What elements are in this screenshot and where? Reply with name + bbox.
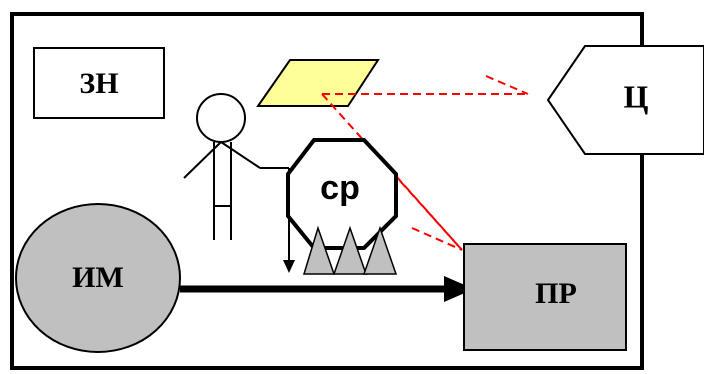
dashed-line-goal-tip	[485, 75, 529, 95]
zn-label: ЗН	[79, 67, 118, 100]
person-head	[196, 93, 246, 143]
triangle-1	[302, 225, 336, 275]
triangle-2	[332, 225, 368, 275]
dashed-line-sr-pr-tip	[411, 227, 463, 251]
person-figure	[183, 93, 289, 240]
pr-label: ПР	[535, 277, 577, 310]
down-arrow-head	[283, 260, 295, 273]
triangle-3	[362, 225, 398, 275]
sr-label: ср	[320, 169, 360, 207]
main-arrow-head	[444, 276, 474, 302]
pr-box	[463, 243, 627, 351]
ts-label: Ц	[624, 78, 649, 114]
person-right-arm	[220, 141, 261, 169]
zn-box	[33, 47, 165, 119]
dashed-line-sr-pr	[395, 175, 463, 251]
ts-pentagon	[546, 45, 704, 155]
im-label: ИМ	[72, 261, 124, 294]
im-ellipse	[15, 203, 181, 353]
tools-triangles	[302, 225, 398, 275]
